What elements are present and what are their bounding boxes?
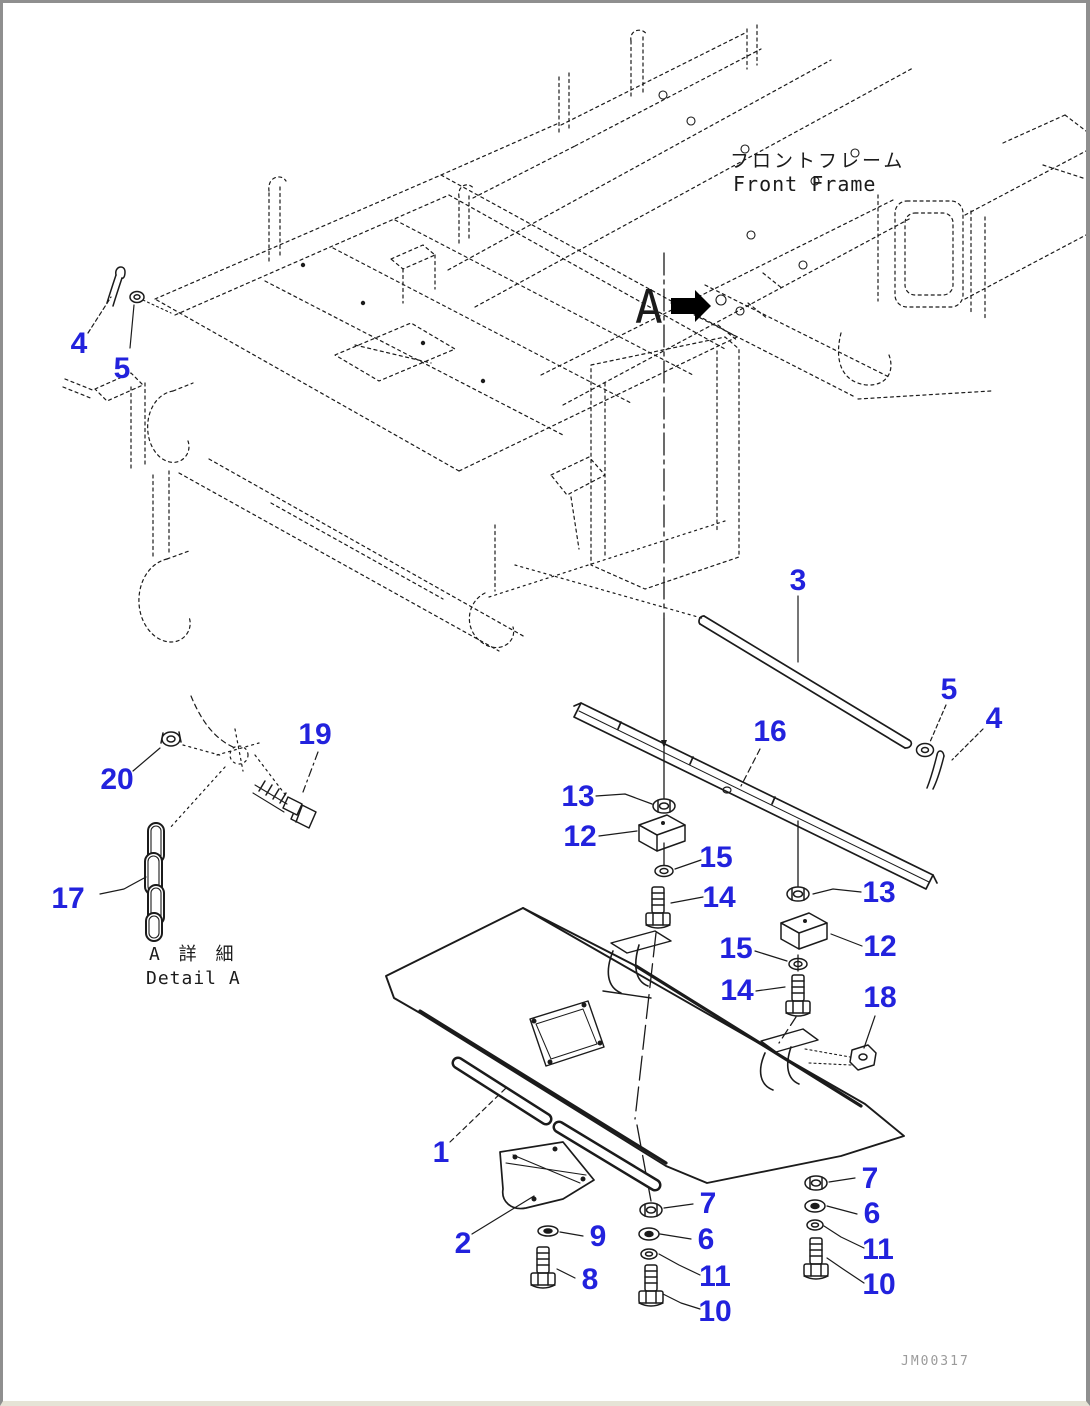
detail-a-sketch xyxy=(168,695,288,830)
nut-7-center xyxy=(639,1202,694,1218)
callout-12: 12 xyxy=(863,930,897,963)
washer-15-left xyxy=(654,859,702,878)
washer-11-right xyxy=(806,1219,865,1249)
nut-18 xyxy=(804,1015,877,1071)
callout-4: 4 xyxy=(70,327,88,360)
platform-frame-phantom xyxy=(62,174,740,652)
callout-10: 10 xyxy=(862,1268,896,1301)
front-frame-phantom xyxy=(440,24,1086,406)
cotter-pin-4-right xyxy=(926,728,984,790)
callout-20: 20 xyxy=(100,763,134,796)
bolt-10-center xyxy=(638,1264,701,1310)
callout-7: 7 xyxy=(699,1187,717,1220)
callout-15: 15 xyxy=(719,932,753,965)
frame-title-english: Front Frame xyxy=(733,172,877,196)
callout-14: 14 xyxy=(702,881,736,914)
bracket-plate-2-drawing xyxy=(471,1141,595,1235)
bolt-19 xyxy=(252,751,319,829)
callout-19: 19 xyxy=(298,718,332,751)
callout-1: 1 xyxy=(432,1136,450,1169)
callout-14: 14 xyxy=(720,974,754,1007)
nut-7-right xyxy=(804,1175,856,1191)
front-frame-bolt-holes xyxy=(658,90,860,316)
detail-a-title-japanese: A 詳 細 xyxy=(149,944,238,965)
section-arrow-icon xyxy=(671,290,711,322)
washer-9 xyxy=(537,1225,584,1237)
callout-12: 12 xyxy=(563,820,597,853)
chain-17 xyxy=(99,822,165,942)
block-12-right xyxy=(780,912,863,950)
detail-a-title-english: Detail A xyxy=(146,968,241,989)
washer-15-right xyxy=(754,950,808,971)
callout-7: 7 xyxy=(861,1162,879,1195)
callout-18: 18 xyxy=(863,981,897,1014)
washer-6-right xyxy=(804,1199,858,1215)
callout-13: 13 xyxy=(561,780,595,813)
block-12-left xyxy=(598,814,686,852)
callout-6: 6 xyxy=(863,1197,881,1230)
callout-4: 4 xyxy=(985,702,1003,735)
nut-13-right xyxy=(786,886,862,902)
callout-16: 16 xyxy=(753,715,787,748)
callout-8: 8 xyxy=(581,1263,599,1296)
installation-leaders xyxy=(488,520,726,620)
bolt-14-left xyxy=(645,886,704,929)
cotter-pin-4-left xyxy=(87,266,126,334)
section-marker-a: A xyxy=(635,280,663,334)
drawing-number: JM00317 xyxy=(901,1354,970,1369)
parts-diagram-drawing xyxy=(62,24,1086,1310)
washer-11-center xyxy=(640,1248,701,1276)
frame-title-japanese: フロントフレーム xyxy=(730,150,906,172)
skid-plate-1-drawing xyxy=(385,907,905,1192)
nut-20 xyxy=(132,731,182,772)
washer-6-center xyxy=(638,1227,692,1241)
callout-2: 2 xyxy=(454,1227,472,1260)
washer-5-right xyxy=(915,704,947,758)
callout-6: 6 xyxy=(697,1223,715,1256)
callout-11: 11 xyxy=(862,1233,894,1266)
bolt-8 xyxy=(530,1246,576,1289)
callout-9: 9 xyxy=(589,1220,607,1253)
callout-11: 11 xyxy=(699,1260,731,1293)
callout-15: 15 xyxy=(699,841,733,874)
bolt-14-right xyxy=(755,974,811,1017)
callout-5: 5 xyxy=(113,352,131,385)
bolt-10-right xyxy=(803,1237,865,1284)
rod-3-drawing xyxy=(698,595,913,749)
washer-5-left xyxy=(129,290,172,349)
nut-13-left xyxy=(595,793,676,814)
strap-16-drawing xyxy=(573,702,938,890)
platform-bolt-dots xyxy=(300,262,486,384)
callout-5: 5 xyxy=(940,673,958,706)
callout-3: 3 xyxy=(789,564,807,597)
callout-13: 13 xyxy=(862,876,896,909)
callout-10: 10 xyxy=(698,1295,732,1328)
callout-17: 17 xyxy=(51,882,85,915)
